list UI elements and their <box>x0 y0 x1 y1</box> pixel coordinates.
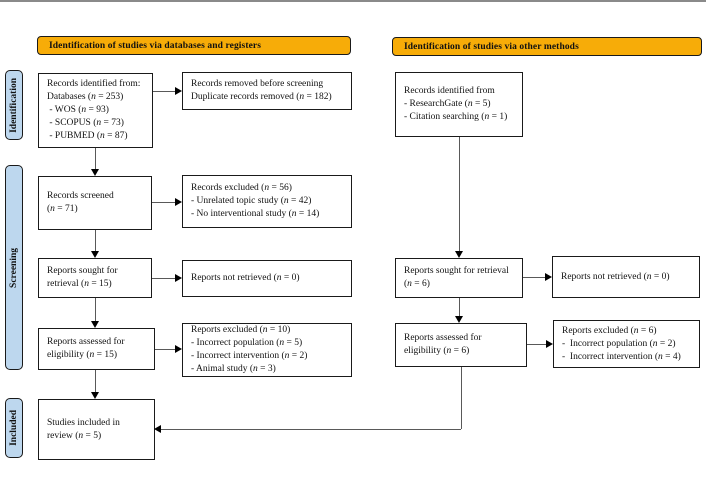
banner-other-methods: Identification of studies via other meth… <box>392 37 702 56</box>
box-reports-sought-right: Reports sought for retrieval(n = 6) <box>395 258 523 298</box>
banner-databases-registers: Identification of studies via databases … <box>37 36 351 55</box>
connector-assessed-right-to-included-horizontal <box>161 429 461 431</box>
arrow-screened-to-excluded-head <box>175 198 182 206</box>
connector-assessed-right-to-included-head <box>154 425 161 433</box>
stage-label-identification: Identification <box>5 70 23 140</box>
arrow-screened-to-excluded-stem <box>152 202 176 204</box>
arrow-sought-to-notretrieved-head <box>175 274 182 282</box>
arrow-assessed-right-to-excluded-head <box>546 340 553 348</box>
box-records-excluded: Records excluded (n = 56)- Unrelated top… <box>182 175 352 228</box>
arrow-sought-right-to-assessed-stem <box>459 298 461 317</box>
arrow-assessed-right-to-excluded-stem <box>527 344 547 346</box>
box-reports-not-retrieved-left: Reports not retrieved (n = 0) <box>182 260 352 297</box>
banner-other-methods-label: Identification of studies via other meth… <box>404 41 579 52</box>
arrow-other-identified-to-sought-stem <box>459 137 461 252</box>
arrow-sought-to-notretrieved-stem <box>152 278 176 280</box>
arrow-assessed-to-excluded-stem <box>155 349 176 351</box>
arrow-sought-right-to-notretrieved-head <box>545 273 552 281</box>
box-records-identified-other: Records identified from- ResearchGate (n… <box>395 72 523 137</box>
arrow-sought-to-assessed-stem <box>95 298 97 322</box>
arrow-assessed-to-excluded-head <box>175 345 182 353</box>
box-reports-excluded-left: Reports excluded (n = 10)- Incorrect pop… <box>182 323 352 377</box>
connector-assessed-right-to-included-vertical <box>461 367 463 429</box>
arrow-assessed-to-included-head <box>91 392 99 399</box>
arrow-other-identified-to-sought-head <box>455 251 463 258</box>
arrow-identified-to-removed-stem <box>153 91 176 93</box>
stage-label-included: Included <box>5 398 23 458</box>
arrow-screened-to-sought-head <box>91 251 99 258</box>
arrow-identified-to-removed-head <box>175 87 182 95</box>
box-reports-not-retrieved-right: Reports not retrieved (n = 0) <box>552 256 700 298</box>
arrow-assessed-to-included-stem <box>95 370 97 393</box>
banner-databases-registers-label: Identification of studies via databases … <box>49 40 262 51</box>
arrow-sought-right-to-notretrieved-stem <box>523 277 546 279</box>
arrow-identified-to-screened-head <box>91 169 99 176</box>
box-reports-excluded-right: Reports excluded (n = 6)- Incorrect popu… <box>553 320 700 368</box>
arrow-identified-to-screened-stem <box>95 148 97 170</box>
box-records-identified-databases: Records identified from:Databases (n = 2… <box>38 73 153 148</box>
box-records-screened: Records screened(n = 71) <box>38 176 152 230</box>
arrow-sought-to-assessed-head <box>91 321 99 328</box>
stage-label-screening: Screening <box>5 165 23 370</box>
arrow-screened-to-sought-stem <box>95 230 97 252</box>
figure-top-border <box>0 0 706 2</box>
arrow-sought-right-to-assessed-head <box>455 316 463 323</box>
